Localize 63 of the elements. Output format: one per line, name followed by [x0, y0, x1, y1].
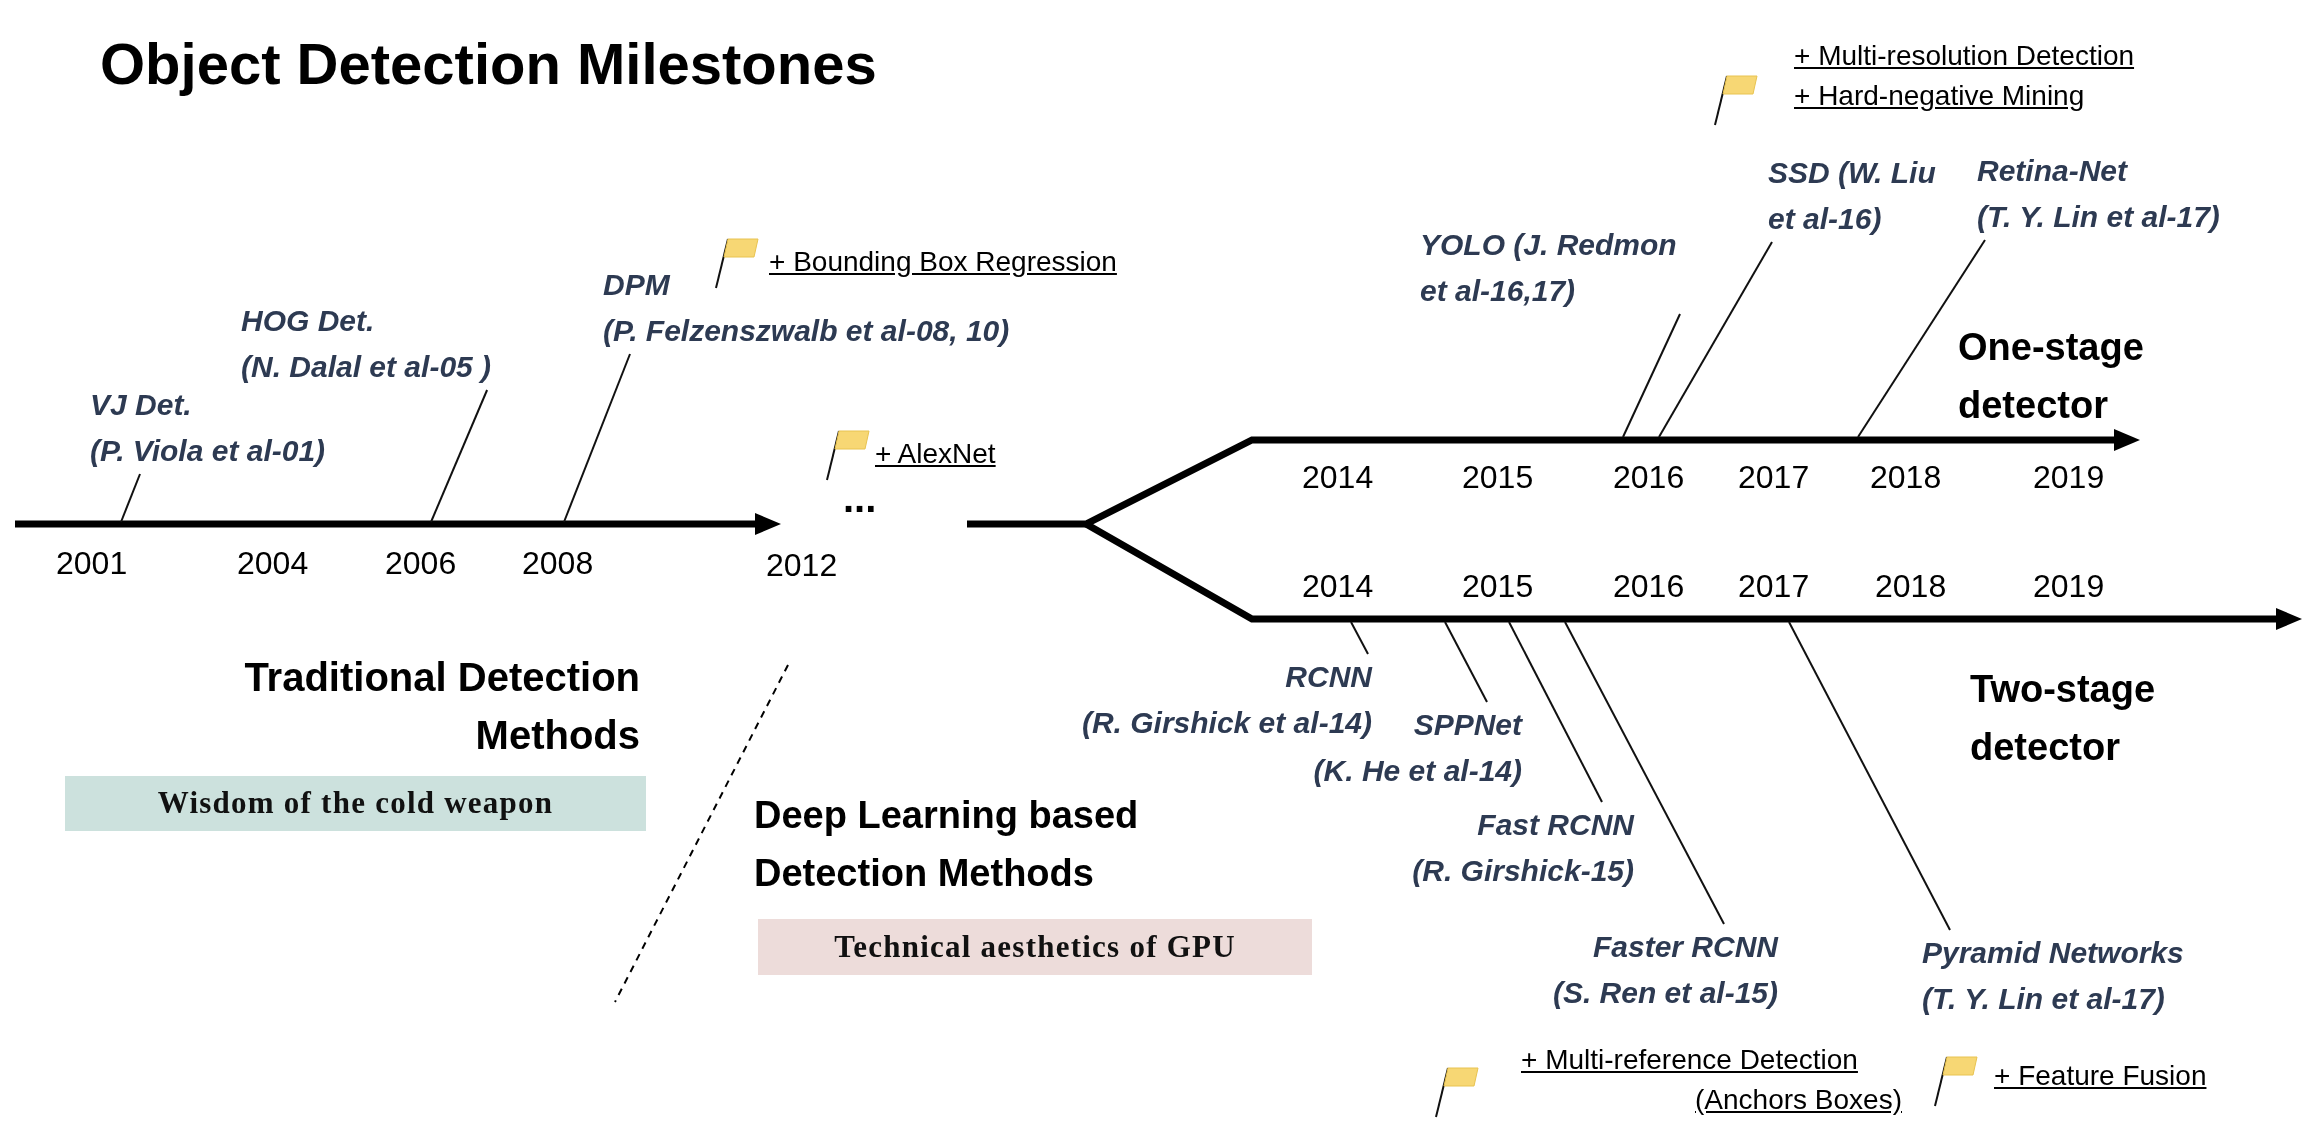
author-citation: (T. Y. Lin et al-17) — [1922, 981, 2165, 1017]
tagline-band: Technical aesthetics of GPU — [758, 919, 1312, 975]
year-label: 2004 — [237, 544, 309, 583]
year-label: 2001 — [56, 544, 128, 583]
year-label: 2016 — [1613, 458, 1685, 497]
leader-line — [430, 389, 489, 523]
year-label: 2015 — [1462, 567, 1534, 606]
year-label: 2008 — [522, 544, 594, 583]
detector-name: HOG Det. — [241, 303, 375, 339]
year-label: 2015 — [1462, 458, 1534, 497]
improvement-note: + Hard-negative Mining — [1794, 79, 2085, 113]
improvement-note: + Feature Fusion — [1994, 1059, 2207, 1093]
author-citation: (P. Viola et al-01) — [90, 433, 326, 469]
author-citation: (R. Girshick et al-14) — [1081, 705, 1372, 741]
year-label: 2006 — [385, 544, 457, 583]
year-label: 2019 — [2033, 567, 2105, 606]
detector-name: VJ Det. — [90, 387, 192, 423]
year-label: 2018 — [1870, 458, 1942, 497]
year-label: 2017 — [1738, 458, 1810, 497]
detector-name: Pyramid Networks — [1922, 935, 2184, 971]
author-citation: (K. He et al-14) — [1313, 753, 1522, 789]
year-label: 2014 — [1302, 567, 1374, 606]
milestone-label: YOLO (J. Redmon et al-16,17) — [1420, 227, 1678, 309]
detector-name: SPPNet — [1413, 707, 1522, 743]
leader-line — [1857, 239, 1986, 438]
diagram-title: Object Detection Milestones — [100, 30, 877, 98]
leader-line — [1350, 621, 1369, 655]
author-citation: (T. Y. Lin et al-17) — [1977, 199, 2220, 235]
year-label: 2017 — [1738, 567, 1810, 606]
detector-name: Retina-Net — [1977, 153, 2127, 189]
author-citation: (P. Felzenszwalb et al-08, 10) — [603, 313, 1010, 349]
section-heading: Traditional Detection Methods — [243, 654, 640, 759]
ellipsis: ... — [843, 478, 877, 518]
year-label: 2012 — [766, 546, 838, 585]
leader-line — [1788, 621, 1951, 931]
leader-line — [1658, 241, 1773, 438]
author-citation: (S. Ren et al-15) — [1552, 975, 1778, 1011]
leader-line — [1622, 313, 1681, 438]
category-heading: One-stage detector — [1958, 325, 2145, 428]
author-citation: (N. Dalal et al-05 ) — [241, 349, 492, 385]
leader-line — [120, 473, 141, 523]
leader-line — [1508, 621, 1603, 803]
leader-line — [1564, 621, 1725, 925]
detector-name: DPM — [603, 267, 670, 303]
improvement-note: + Multi-reference Detection — [1521, 1043, 1858, 1077]
section-heading: Deep Learning based Detection Methods — [754, 793, 1140, 896]
detector-name: Faster RCNN — [1592, 929, 1778, 965]
tagline-band: Wisdom of the cold weapon — [65, 776, 646, 831]
leader-line — [563, 353, 631, 523]
detector-name: RCNN — [1285, 659, 1372, 695]
category-heading: Two-stage detector — [1970, 667, 2157, 770]
year-label: 2019 — [2033, 458, 2105, 497]
improvement-note: + AlexNet — [875, 437, 996, 471]
detector-name: Fast RCNN — [1477, 807, 1634, 843]
year-label: 2018 — [1875, 567, 1947, 606]
improvement-note: (Anchors Boxes) — [1694, 1083, 1902, 1117]
year-label: 2016 — [1613, 567, 1685, 606]
leader-line — [1444, 621, 1488, 703]
author-citation: (R. Girshick-15) — [1412, 853, 1634, 889]
year-label: 2014 — [1302, 458, 1374, 497]
improvement-note: + Bounding Box Regression — [769, 245, 1117, 279]
improvement-note: + Multi-resolution Detection — [1794, 39, 2135, 73]
milestone-label: SSD (W. Liu et al-16) — [1768, 155, 1937, 237]
